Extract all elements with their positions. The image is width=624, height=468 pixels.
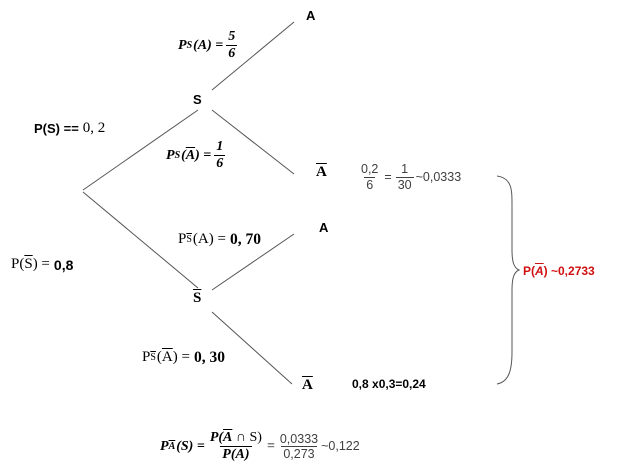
- bayes-den-open: P(: [222, 447, 236, 462]
- total-letter: A: [535, 264, 544, 278]
- branch-root-to-sbar: [82, 191, 199, 289]
- label-psbar-abar-letter: A: [161, 349, 173, 366]
- label-ps-a-p: P: [178, 37, 187, 53]
- calc-first-fraction-2: 1 30: [395, 162, 414, 192]
- label-ps-a-fraction: 5 6: [226, 29, 238, 61]
- bayes-fraction-1: P(A ∩ S) P(A): [208, 431, 264, 462]
- label-psbar-a-value: 0, 70: [229, 231, 261, 248]
- node-sbar: S: [193, 290, 202, 306]
- label-ps-abar-sub: S: [174, 149, 181, 161]
- branch-root-to-s: [82, 109, 199, 191]
- label-psbar-a-p: P: [178, 231, 187, 248]
- bayes-lhs-p: P: [160, 438, 169, 454]
- label-p-s-text: P(S) ==: [34, 121, 79, 136]
- label-psbar-a-arg: (A) =: [192, 231, 226, 248]
- label-ps-abar-num: 1: [216, 139, 224, 154]
- bayes-num-open: P(: [209, 430, 224, 445]
- node-abar-2: A: [302, 377, 313, 393]
- label-p-sbar-value: 0,8: [53, 256, 74, 273]
- node-s: S: [193, 92, 202, 107]
- bayes-lhs-arg: (S) =: [176, 438, 205, 454]
- label-ps-abar-open: (: [181, 147, 186, 163]
- bayes-fraction-2: 0,0333 0,273: [278, 431, 320, 461]
- label-psbar-abar-value: 0, 30: [193, 349, 225, 366]
- label-psbar-abar-close: ) =: [172, 349, 190, 366]
- calc-first: 0,2 6 = 1 30 ~0,0333: [359, 163, 461, 191]
- label-ps-abar-fraction: 1 6: [214, 139, 226, 171]
- bayes-den-close: ): [244, 447, 250, 462]
- label-p-sbar-suffix: ) =: [32, 256, 50, 272]
- calc-first-den2: 30: [395, 176, 414, 192]
- label-ps-a-arg: (A) =: [193, 37, 224, 53]
- label-p-sbar: P(S) = 0,8: [11, 257, 73, 272]
- label-psbar-abar-p: P: [142, 349, 151, 366]
- label-ps-abar-den: 6: [214, 155, 226, 171]
- curly-brace: [496, 175, 521, 385]
- label-p-sbar-letter: S: [24, 256, 33, 272]
- calc-first-eq: =: [384, 169, 392, 184]
- branch-s-to-a: [211, 21, 295, 91]
- label-psbar-abar-open: (: [156, 349, 162, 366]
- calc-first-den: 6: [364, 176, 376, 192]
- label-ps-abar-letter: A: [185, 147, 196, 163]
- branch-sbar-to-a: [211, 233, 295, 291]
- bayes-num-letter: A: [223, 430, 233, 445]
- label-p-s: P(S) == 0, 2: [34, 121, 105, 136]
- calc-second: 0,8 x0,3=0,24: [352, 377, 426, 391]
- bayes-num2: 0,0333: [279, 431, 319, 446]
- bayes-eq: =: [266, 438, 275, 454]
- label-p-sbar-prefix: P(: [11, 256, 25, 272]
- bayes-approx: ~0,122: [321, 439, 360, 454]
- label-p-s-value: 0, 2: [82, 120, 106, 136]
- label-psbar-a-sub: S: [186, 233, 192, 245]
- label-ps-abar-close: ) =: [195, 147, 212, 163]
- branch-sbar-to-abar: [211, 311, 293, 385]
- calc-first-num: 0,2: [361, 162, 379, 176]
- branch-s-to-abar: [211, 109, 295, 175]
- label-ps-abar-p: P: [166, 147, 175, 163]
- total-p-abar: P(A) ~0,2733: [523, 265, 595, 277]
- label-ps-a-sub: S: [186, 39, 193, 51]
- calc-first-num2: 1: [401, 162, 409, 176]
- bayes-num-rest: ∩ S): [232, 430, 262, 445]
- bayes-num: P(A ∩ S): [208, 431, 264, 446]
- node-abar-1: A: [316, 164, 327, 180]
- total-prefix: P(: [523, 264, 535, 278]
- node-a-top: A: [306, 8, 316, 23]
- calc-first-approx: ~0,0333: [415, 169, 462, 184]
- calc-first-fraction-1: 0,2 6: [359, 163, 380, 191]
- label-ps-a-den: 6: [226, 45, 238, 61]
- label-ps-a-num: 5: [228, 29, 236, 44]
- bayes-den-letter: A: [235, 447, 245, 462]
- bayes-lhs-sub: A: [168, 440, 176, 452]
- bayes-den: P(A): [220, 446, 252, 462]
- node-a-mid: A: [319, 220, 329, 235]
- total-suffix: ) ~0,2733: [543, 264, 595, 278]
- bayes-den2: 0,273: [281, 446, 317, 461]
- label-psbar-abar-sub: S: [150, 351, 156, 363]
